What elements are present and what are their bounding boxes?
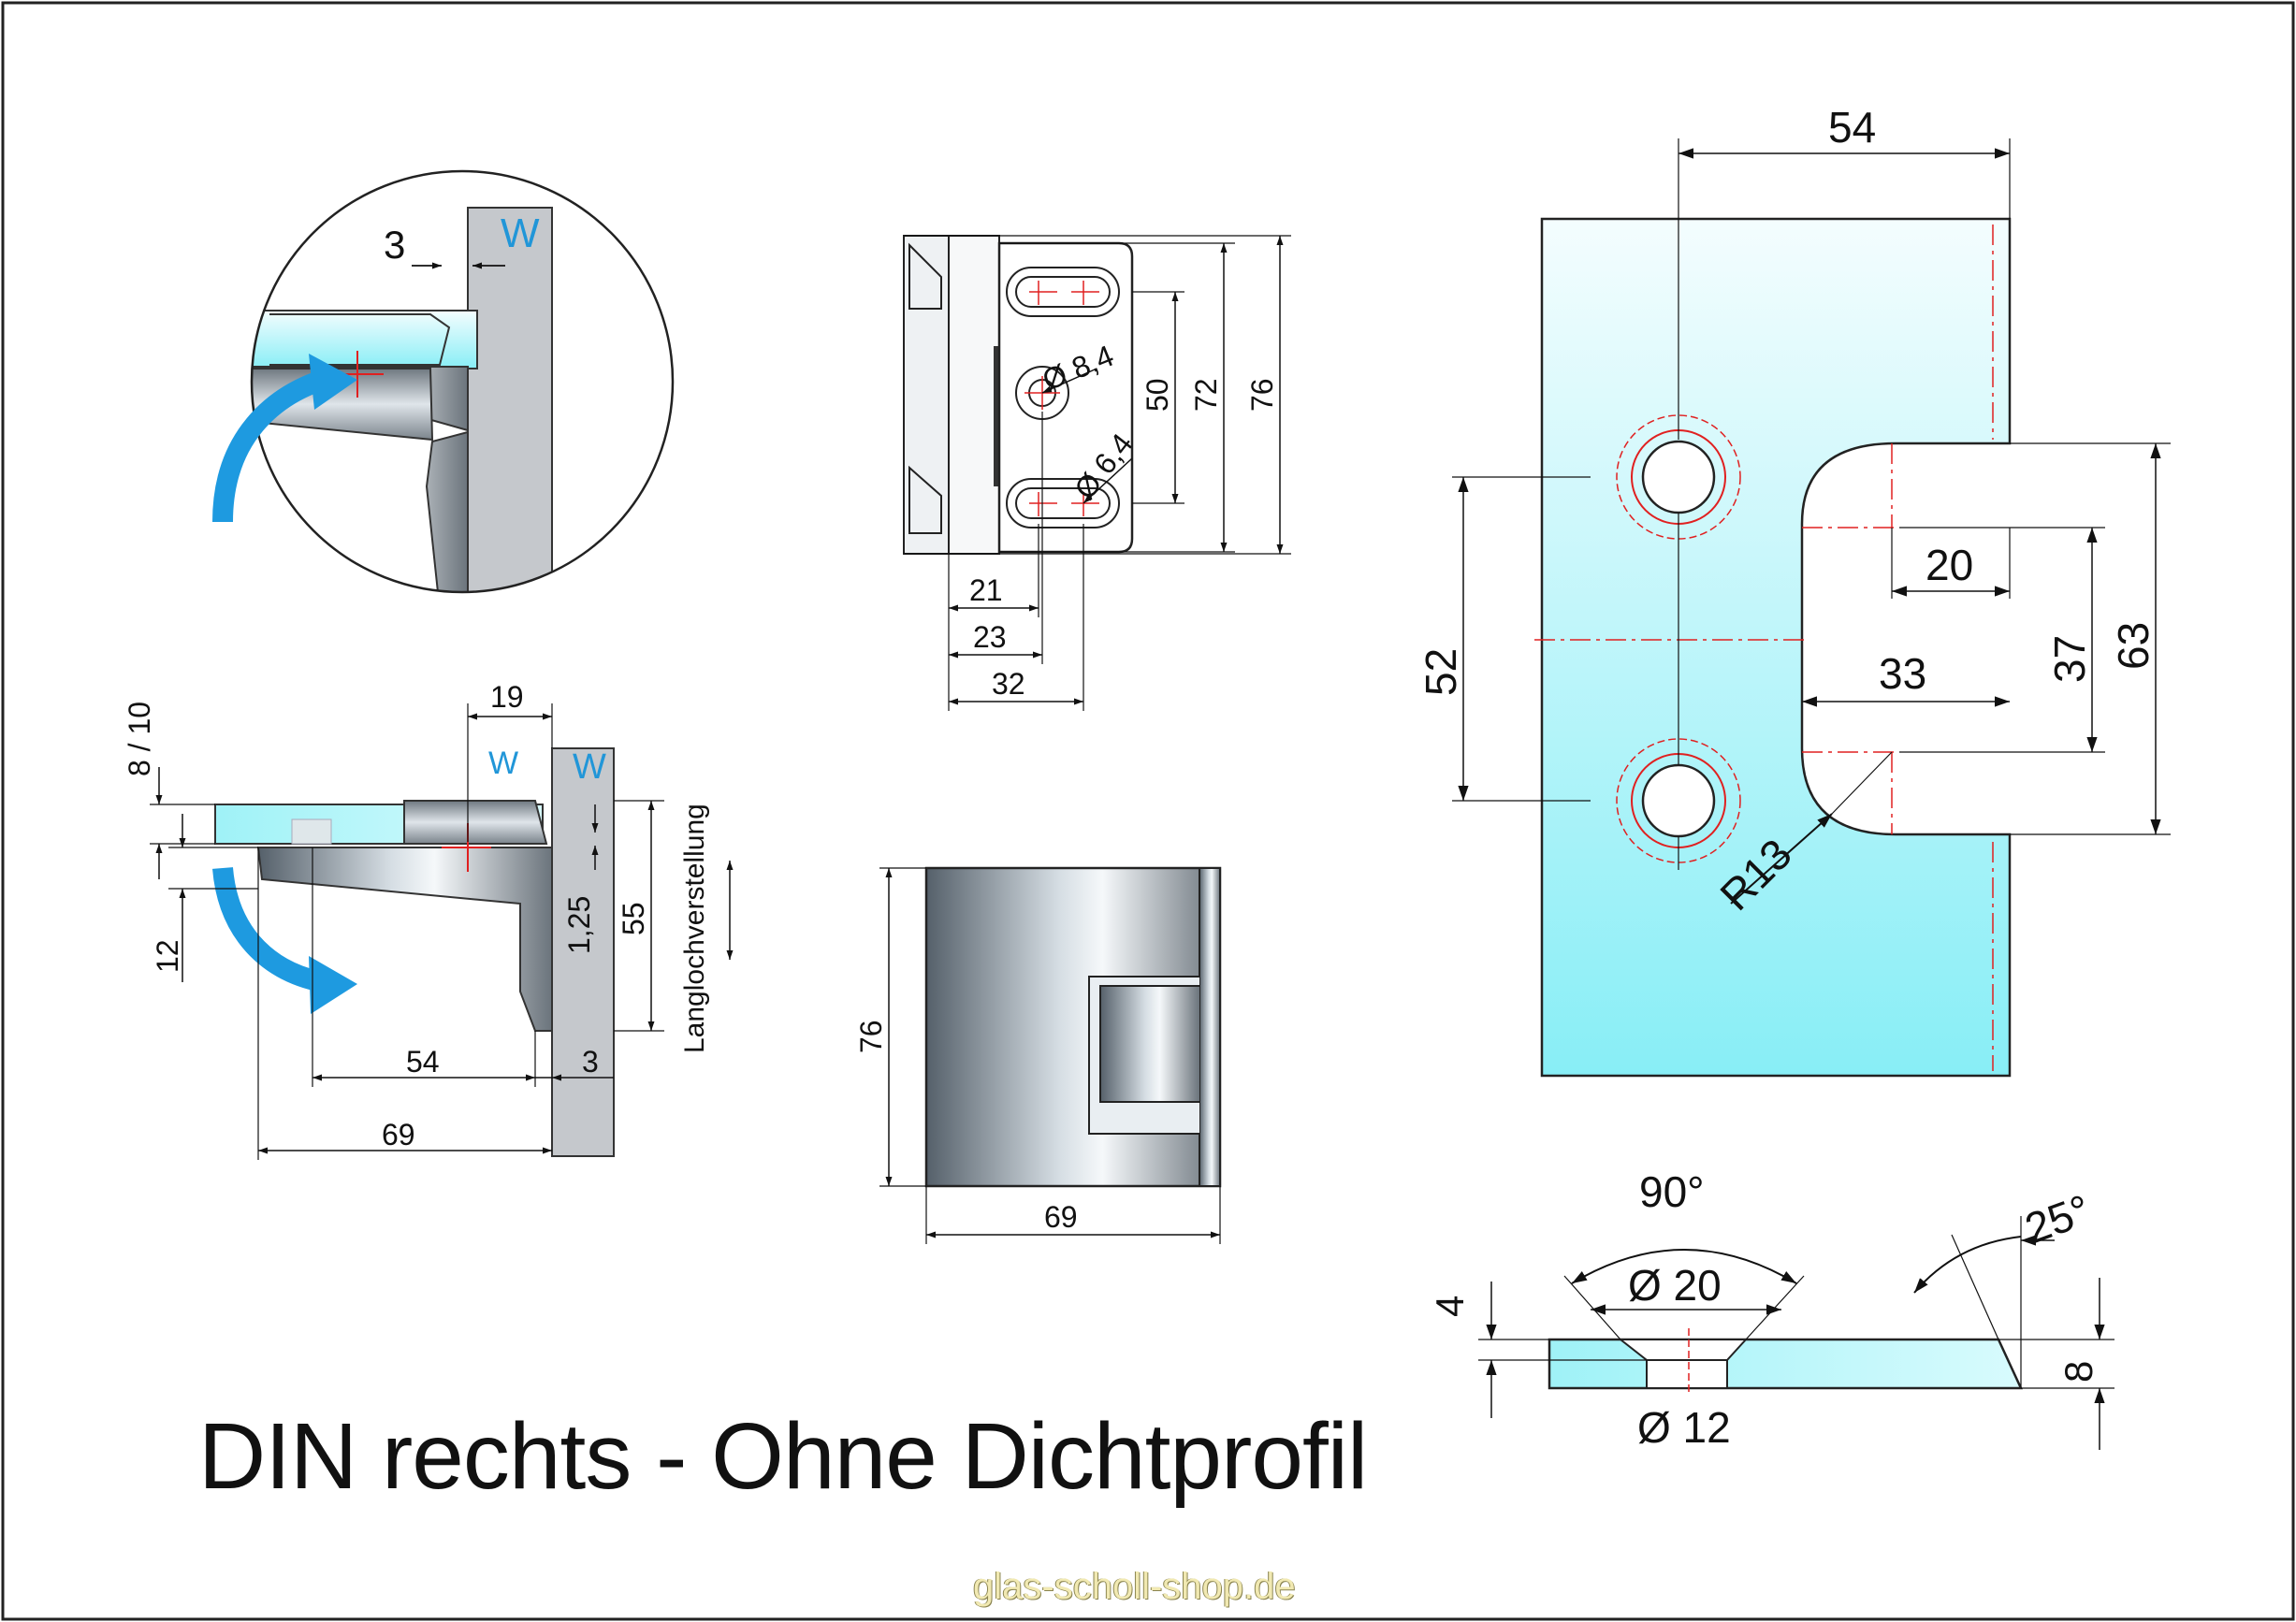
dim-69-front-text: 69 [1044,1200,1078,1234]
dim-55-text: 55 [617,902,650,935]
dim-20-text: 20 [1925,541,1973,589]
wall-marker-glass: W [488,746,518,781]
dim-3-side-text: 3 [582,1045,599,1079]
rotation-arrowhead-down [309,956,357,1014]
clamp-top [403,800,548,845]
dim-76-front-text: 76 [854,1020,888,1053]
dim-4-text: 4 [1428,1296,1472,1317]
dim-72-text: 72 [1189,378,1223,412]
shop-watermark: glas-scholl-shop.de [973,1566,1296,1607]
wall-section [467,207,553,592]
angle-90-text: 90° [1639,1167,1705,1216]
mounting-plate [997,241,1134,554]
clamp-plate-outline [269,313,451,366]
dim-33-text: 33 [1879,649,1926,698]
dim-1-25-text: 1,25 [562,896,596,954]
section-view: 90° Ø 20 Ø 12 4 8 25° [1428,1167,2114,1452]
angle-25-text: 25° [2019,1185,2097,1253]
top-view: Ø 8,4 Ø 6,4 50 72 76 21 23 32 [903,235,1291,711]
dim-8-10-text: 8 / 10 [123,702,156,776]
detail-circle-outline [250,169,675,594]
dim-8-text: 8 [2056,1361,2100,1383]
dia-12-text: Ø 12 [1637,1403,1731,1452]
slot-adjustment-label: Langlochverstellung [679,804,710,1053]
detail-circle: 3 W [250,169,675,594]
dim-32-text: 32 [992,667,1025,701]
dim-63-text: 63 [2109,622,2158,670]
dim-12-text: 12 [151,939,184,973]
dim-52-text: 52 [1417,648,1465,696]
glass-cutout-view: 54 52 20 33 37 63 R13 [1417,103,2171,1078]
hinge-base-side [256,847,553,1032]
dim-21-text: 21 [969,573,1003,607]
dim-54-text: 54 [406,1045,440,1079]
dim-23-text: 23 [973,620,1007,654]
dim-76-top-text: 76 [1245,378,1279,412]
dim-37-text: 37 [2045,635,2094,683]
front-view: 76 69 [854,866,1222,1244]
slot-bottom [1006,478,1120,529]
glass-panel [252,310,478,369]
dim-54-glass-text: 54 [1828,103,1876,152]
dim-gap-text: 3 [384,223,405,267]
wall-marker-wall: W [573,747,606,787]
hinge-body [252,366,469,592]
dim-50-text: 50 [1141,378,1174,412]
glass-plate [1540,217,2012,1078]
drawing-title: DIN rechts - Ohne Dichtprofil [198,1404,1368,1509]
dia-20-text: Ø 20 [1628,1261,1722,1310]
dim-69-side-text: 69 [382,1118,415,1151]
wall-marker-circle: W [501,210,540,256]
rotation-arrowhead-up [309,354,357,410]
dim-19-text: 19 [490,680,524,714]
slot-top [1006,267,1120,317]
glass-section [1548,1338,2023,1390]
countersink-side [291,818,332,845]
side-view: W W 19 8 / 10 12 1,25 55 Langlochverstel… [123,354,734,1160]
